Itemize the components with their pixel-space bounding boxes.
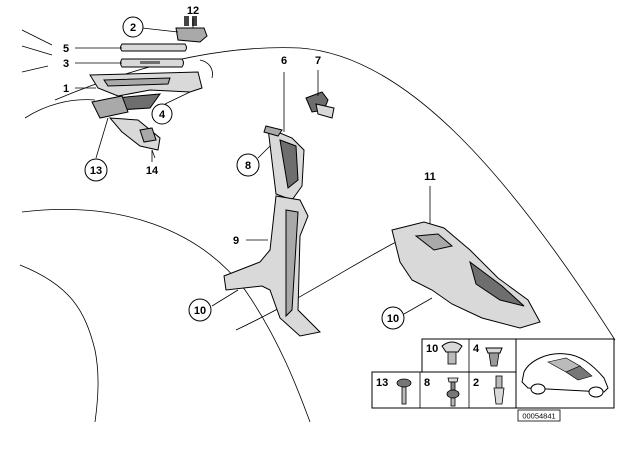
callout-2-label: 2	[130, 22, 136, 34]
callout-13-label: 13	[90, 165, 102, 177]
callout-3-label: 3	[63, 58, 69, 70]
diagram-code: 00054841	[517, 409, 561, 422]
part-14-bracket	[108, 117, 161, 159]
fastener-4-icon	[485, 347, 503, 367]
part-6-pillar-upper	[263, 125, 305, 201]
callout-10-left: 10	[188, 298, 212, 322]
callout-7-label: 7	[315, 55, 321, 67]
callout-10-right: 10	[381, 306, 405, 330]
legend-13-label: 13	[376, 377, 388, 389]
callout-8-label: 8	[245, 160, 251, 172]
fastener-2-icon	[493, 375, 505, 405]
part-9-pillar-lower	[223, 195, 322, 337]
callout-10-left-label: 10	[194, 305, 206, 317]
car-thumbnail-icon	[521, 353, 609, 398]
callout-2: 2	[122, 16, 144, 38]
part-7-clip	[305, 91, 335, 119]
callout-12-label: 12	[187, 5, 199, 17]
callout-8: 8	[236, 153, 260, 177]
part-1-trim-panel	[89, 71, 203, 119]
callout-1-label: 1	[63, 83, 69, 95]
part-11-side-panel	[391, 221, 541, 329]
part-3-strip	[120, 58, 184, 68]
callout-10-right-label: 10	[387, 313, 399, 325]
diagram-code-label: 00054841	[522, 412, 555, 421]
callout-14-label: 14	[146, 165, 159, 177]
callout-5-label: 5	[63, 43, 69, 55]
part-5-strip	[120, 43, 187, 52]
callout-13: 13	[84, 158, 108, 182]
legend-4-label: 4	[473, 343, 480, 355]
legend-8-label: 8	[424, 377, 430, 389]
callout-4: 4	[151, 103, 173, 125]
fastener-legend: 10 4 13 8 2	[371, 338, 615, 409]
legend-10-label: 10	[426, 343, 438, 355]
leader-lines	[75, 18, 433, 315]
fastener-8-icon	[446, 377, 460, 407]
fastener-10-icon	[441, 341, 463, 365]
callout-9-label: 9	[233, 235, 239, 247]
callout-4-label: 4	[159, 109, 166, 121]
callout-11-label: 11	[424, 171, 436, 183]
fastener-13-icon	[396, 378, 412, 405]
part-12-clip	[175, 16, 208, 43]
callout-6-label: 6	[281, 55, 287, 67]
legend-2-label: 2	[473, 377, 479, 389]
